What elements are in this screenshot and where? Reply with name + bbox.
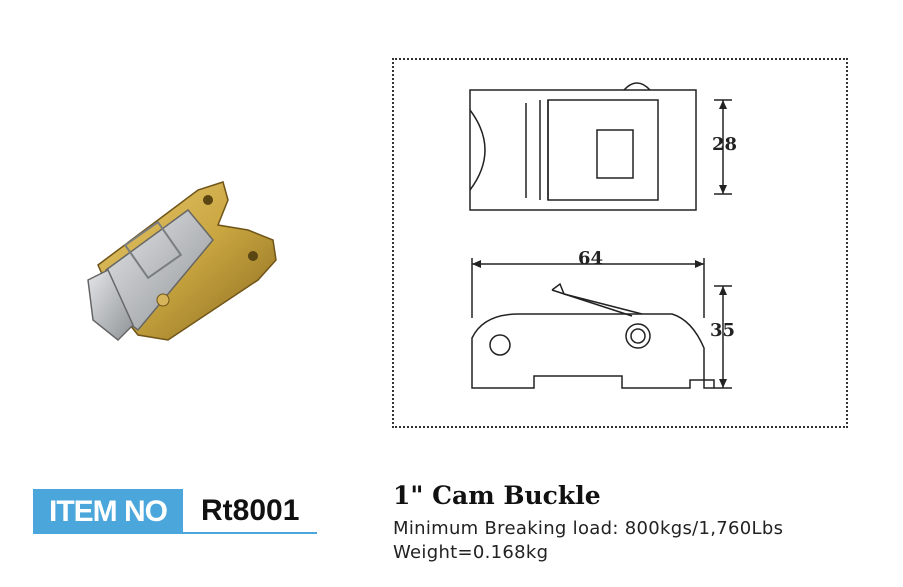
dimension-label-width: 64 xyxy=(578,248,604,269)
dimension-label-top-height: 28 xyxy=(712,134,738,155)
top-view-outline xyxy=(469,89,697,211)
technical-drawing-frame xyxy=(392,58,848,428)
spec-breaking-load: Minimum Breaking load: 800kgs/1,760Lbs xyxy=(393,518,784,539)
spec-weight: Weight=0.168kg xyxy=(393,542,549,563)
product-title: 1" Cam Buckle xyxy=(393,481,601,510)
item-number-badge: ITEM NO Rt8001 xyxy=(33,489,318,534)
dimension-label-side-height: 35 xyxy=(710,320,736,341)
item-number: Rt8001 xyxy=(183,489,318,534)
technical-drawing xyxy=(469,82,732,389)
side-view-outline xyxy=(471,313,705,389)
item-label: ITEM NO xyxy=(33,489,183,534)
product-photo xyxy=(87,181,277,342)
